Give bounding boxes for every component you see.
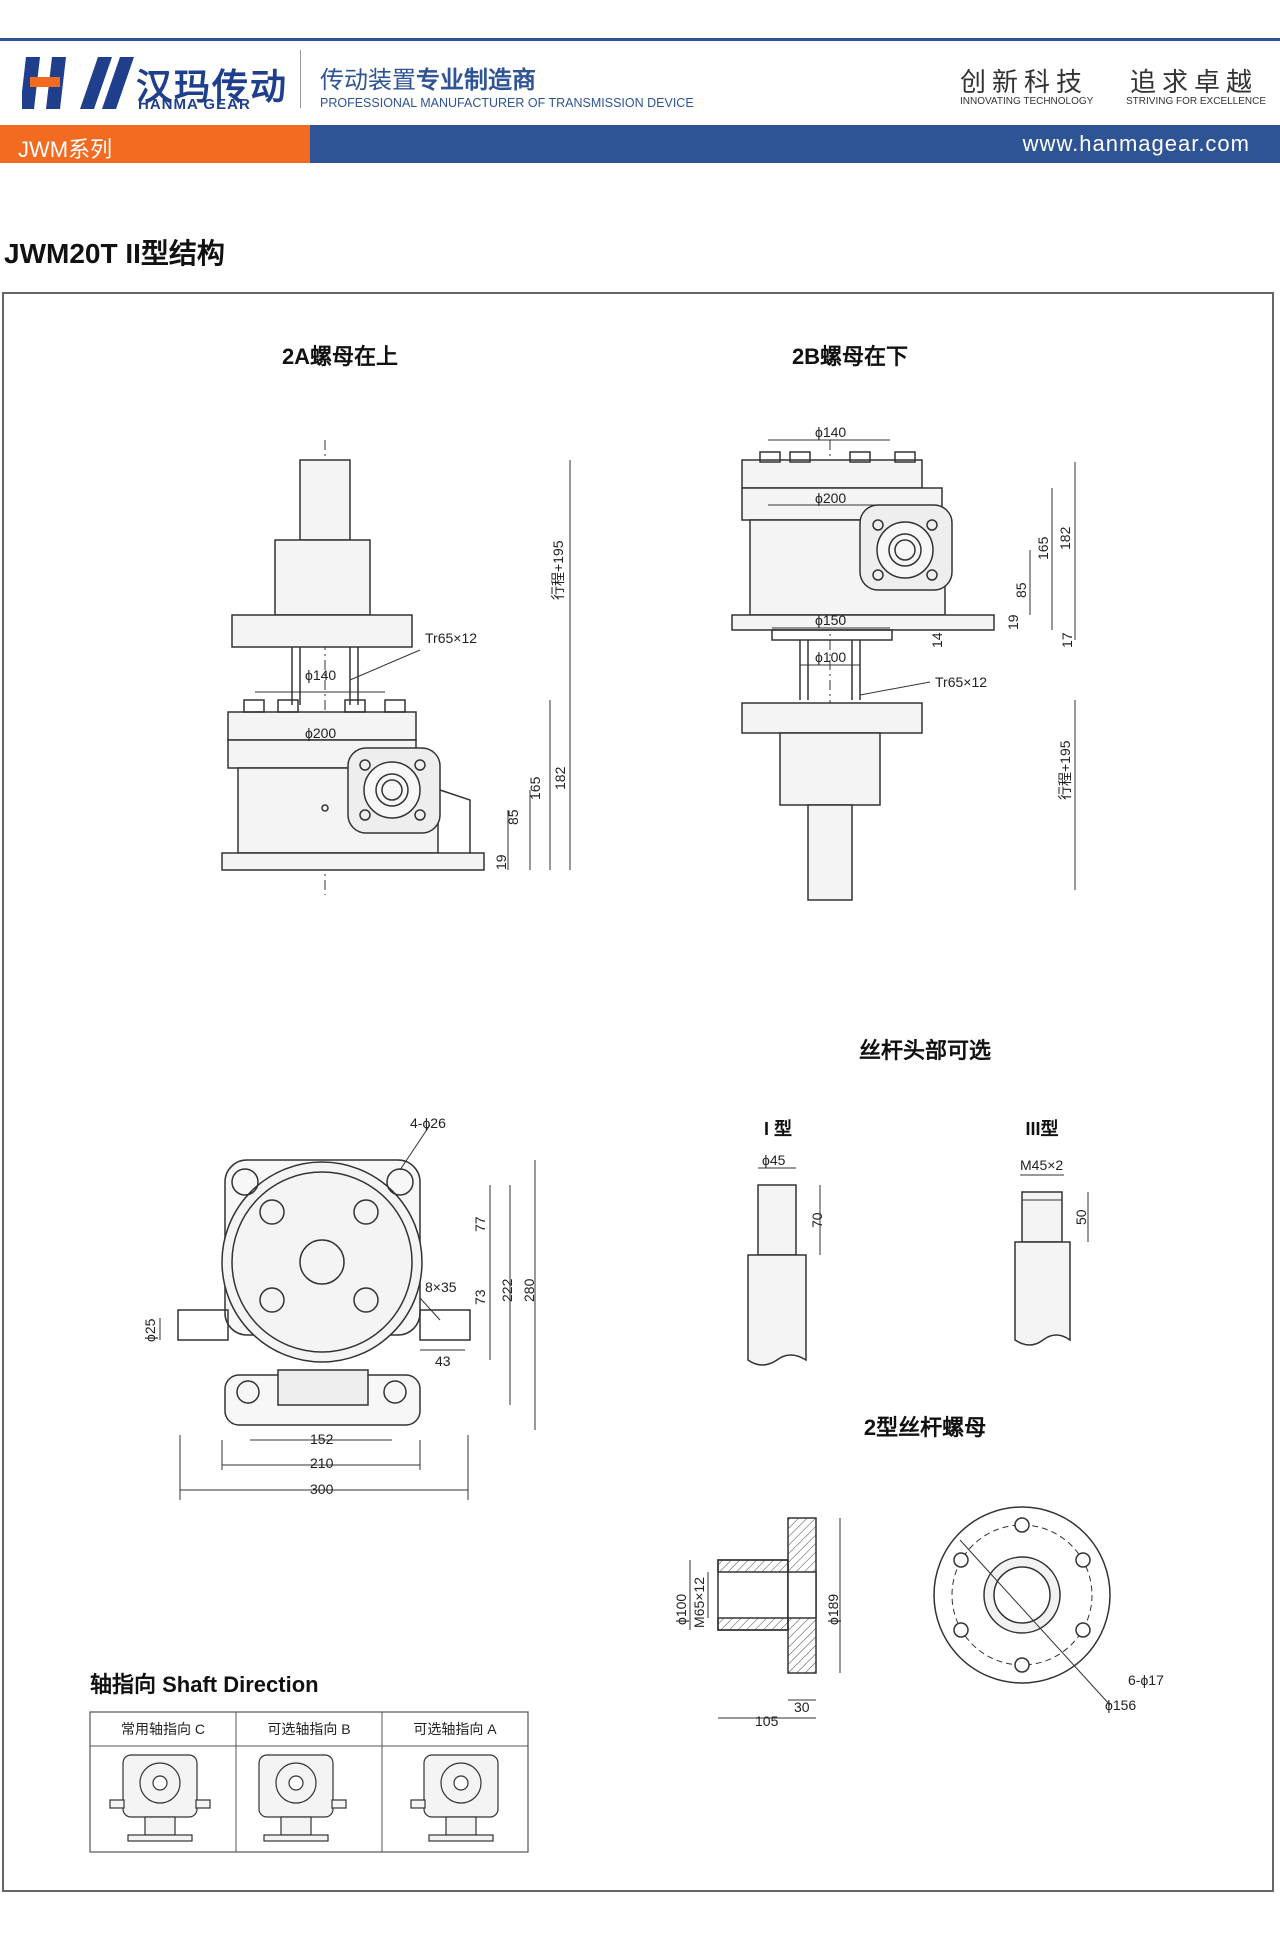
plan-view bbox=[159, 1124, 536, 1500]
plan-view-dims: 4-ϕ26 77 222 280 8×35 73 43 ϕ25 152 210 … bbox=[142, 1115, 537, 1497]
page-title: JWM20T II型结构 bbox=[4, 238, 225, 269]
view-2a: 2A螺母在上 bbox=[221, 344, 571, 895]
dim-2b-stroke: 行程+195 bbox=[1057, 740, 1073, 800]
dim-plan-222: 222 bbox=[499, 1278, 515, 1302]
series-label: JWM系列 bbox=[18, 137, 113, 162]
dim-nut-phi100: ϕ100 bbox=[673, 1594, 689, 1625]
nut-drawing: 2型丝杆螺母 ϕ100 M65×12 ϕ189 105 3 bbox=[673, 1415, 1164, 1729]
dim-type1-phi45: ϕ45 bbox=[762, 1152, 786, 1168]
dim-plan-210: 210 bbox=[310, 1455, 334, 1471]
view-2a-dims: Tr65×12 ϕ140 ϕ200 行程+195 182 165 85 19 bbox=[305, 540, 568, 870]
dim-2b-tr: Tr65×12 bbox=[935, 674, 987, 690]
dim-nut-30: 30 bbox=[794, 1699, 810, 1715]
dim-nut-m65: M65×12 bbox=[691, 1577, 707, 1628]
dim-type3-m45: M45×2 bbox=[1020, 1157, 1063, 1173]
header-divider bbox=[300, 50, 301, 108]
slogan-cn: 传动装置专业制造商 bbox=[320, 60, 536, 95]
dim-2a-stroke: 行程+195 bbox=[550, 540, 566, 600]
motto-excellence-cn: 追求卓越 bbox=[1130, 68, 1259, 98]
dim-2a-182: 182 bbox=[552, 766, 568, 790]
dim-plan-300: 300 bbox=[310, 1481, 334, 1497]
motto-excellence-en: STRIVING FOR EXCELLENCE bbox=[1126, 96, 1267, 107]
dim-plan-280: 280 bbox=[521, 1278, 537, 1302]
website-bar bbox=[310, 125, 1280, 163]
series-bar bbox=[0, 125, 310, 163]
slogan-en: PROFESSIONAL MANUFACTURER OF TRANSMISSIO… bbox=[320, 96, 694, 110]
dim-plan-4phi26: 4-ϕ26 bbox=[410, 1115, 446, 1131]
dim-2a-phi200: ϕ200 bbox=[305, 725, 336, 741]
dim-nut-6phi17: 6-ϕ17 bbox=[1128, 1672, 1164, 1688]
view-2b: 2B螺母在下 bbox=[731, 344, 1076, 901]
shaft-c-icon bbox=[109, 1754, 211, 1842]
drawing-frame bbox=[2, 292, 1274, 1892]
dim-nut-phi189: ϕ189 bbox=[825, 1594, 841, 1625]
screw-head-options: 丝杆头部可选 I 型 III型 ϕ45 70 M45×2 50 bbox=[747, 1038, 1089, 1366]
dim-plan-8x35: 8×35 bbox=[425, 1279, 457, 1295]
dim-2a-tr: Tr65×12 bbox=[425, 630, 477, 646]
shaft-direction-col-a: 可选轴指向 A bbox=[413, 1721, 497, 1737]
page-header: 汉玛传动 HANMA GEAR 传动装置专业制造商 PROFESSIONAL M… bbox=[0, 0, 1280, 170]
motto-innovating-cn: 创新科技 bbox=[960, 68, 1089, 98]
logo-en-text: HANMA GEAR bbox=[138, 96, 251, 113]
dim-2b-19: 19 bbox=[1005, 614, 1021, 630]
view-2b-title: 2B螺母在下 bbox=[792, 344, 908, 369]
dim-2b-phi150: ϕ150 bbox=[815, 612, 846, 628]
type3-label: III型 bbox=[1025, 1118, 1058, 1139]
dim-plan-phi25: ϕ25 bbox=[142, 1318, 158, 1342]
dim-2a-19: 19 bbox=[493, 854, 509, 870]
view-2a-title: 2A螺母在上 bbox=[282, 344, 398, 369]
dim-type3-50: 50 bbox=[1073, 1209, 1089, 1225]
shaft-direction-title: 轴指向 Shaft Direction bbox=[90, 1672, 319, 1697]
shaft-direction-col-b: 可选轴指向 B bbox=[267, 1721, 350, 1737]
dim-2b-165: 165 bbox=[1035, 536, 1051, 560]
dim-2b-182: 182 bbox=[1057, 526, 1073, 550]
slogan-cn-part2: 专业制造商 bbox=[416, 67, 536, 94]
view-2b-dims: ϕ140 ϕ200 ϕ150 ϕ100 Tr65×12 182 165 85 1… bbox=[815, 424, 1075, 800]
dim-2a-85: 85 bbox=[505, 809, 521, 825]
hanma-logo-icon bbox=[22, 57, 134, 109]
header-top-rule bbox=[0, 38, 1280, 41]
dim-nut-phi156: ϕ156 bbox=[1105, 1697, 1136, 1713]
dim-2a-phi140: ϕ140 bbox=[305, 667, 336, 683]
dim-plan-77: 77 bbox=[472, 1216, 488, 1232]
dim-type1-70: 70 bbox=[809, 1212, 825, 1228]
dim-2a-165: 165 bbox=[527, 776, 543, 800]
screw-head-title: 丝杆头部可选 bbox=[859, 1038, 991, 1063]
dim-plan-73: 73 bbox=[472, 1289, 488, 1305]
nut-title: 2型丝杆螺母 bbox=[864, 1415, 986, 1440]
slogan-cn-part1: 传动装置 bbox=[320, 67, 416, 94]
dim-2b-phi100: ϕ100 bbox=[815, 649, 846, 665]
logo-cn-text: 汉玛传动 bbox=[136, 66, 289, 107]
dim-plan-43: 43 bbox=[435, 1353, 451, 1369]
dim-2b-phi200: ϕ200 bbox=[815, 490, 846, 506]
shaft-direction-col-c: 常用轴指向 C bbox=[121, 1721, 205, 1737]
dim-2b-14: 14 bbox=[929, 632, 945, 648]
dim-2b-85: 85 bbox=[1013, 582, 1029, 598]
shaft-a-icon bbox=[410, 1754, 499, 1842]
dim-2b-17: 17 bbox=[1059, 632, 1075, 648]
type1-label: I 型 bbox=[764, 1118, 792, 1139]
website-link[interactable]: www.hanmagear.com bbox=[1022, 131, 1250, 156]
shaft-b-icon bbox=[258, 1754, 347, 1842]
shaft-direction: 轴指向 Shaft Direction 常用轴指向 C 可选轴指向 B 可选轴指… bbox=[89, 1672, 529, 1853]
dim-plan-152: 152 bbox=[310, 1431, 334, 1447]
dim-2b-phi140: ϕ140 bbox=[815, 424, 846, 440]
motto-innovating-en: INNOVATING TECHNOLOGY bbox=[960, 96, 1094, 107]
dim-nut-105: 105 bbox=[755, 1713, 779, 1729]
